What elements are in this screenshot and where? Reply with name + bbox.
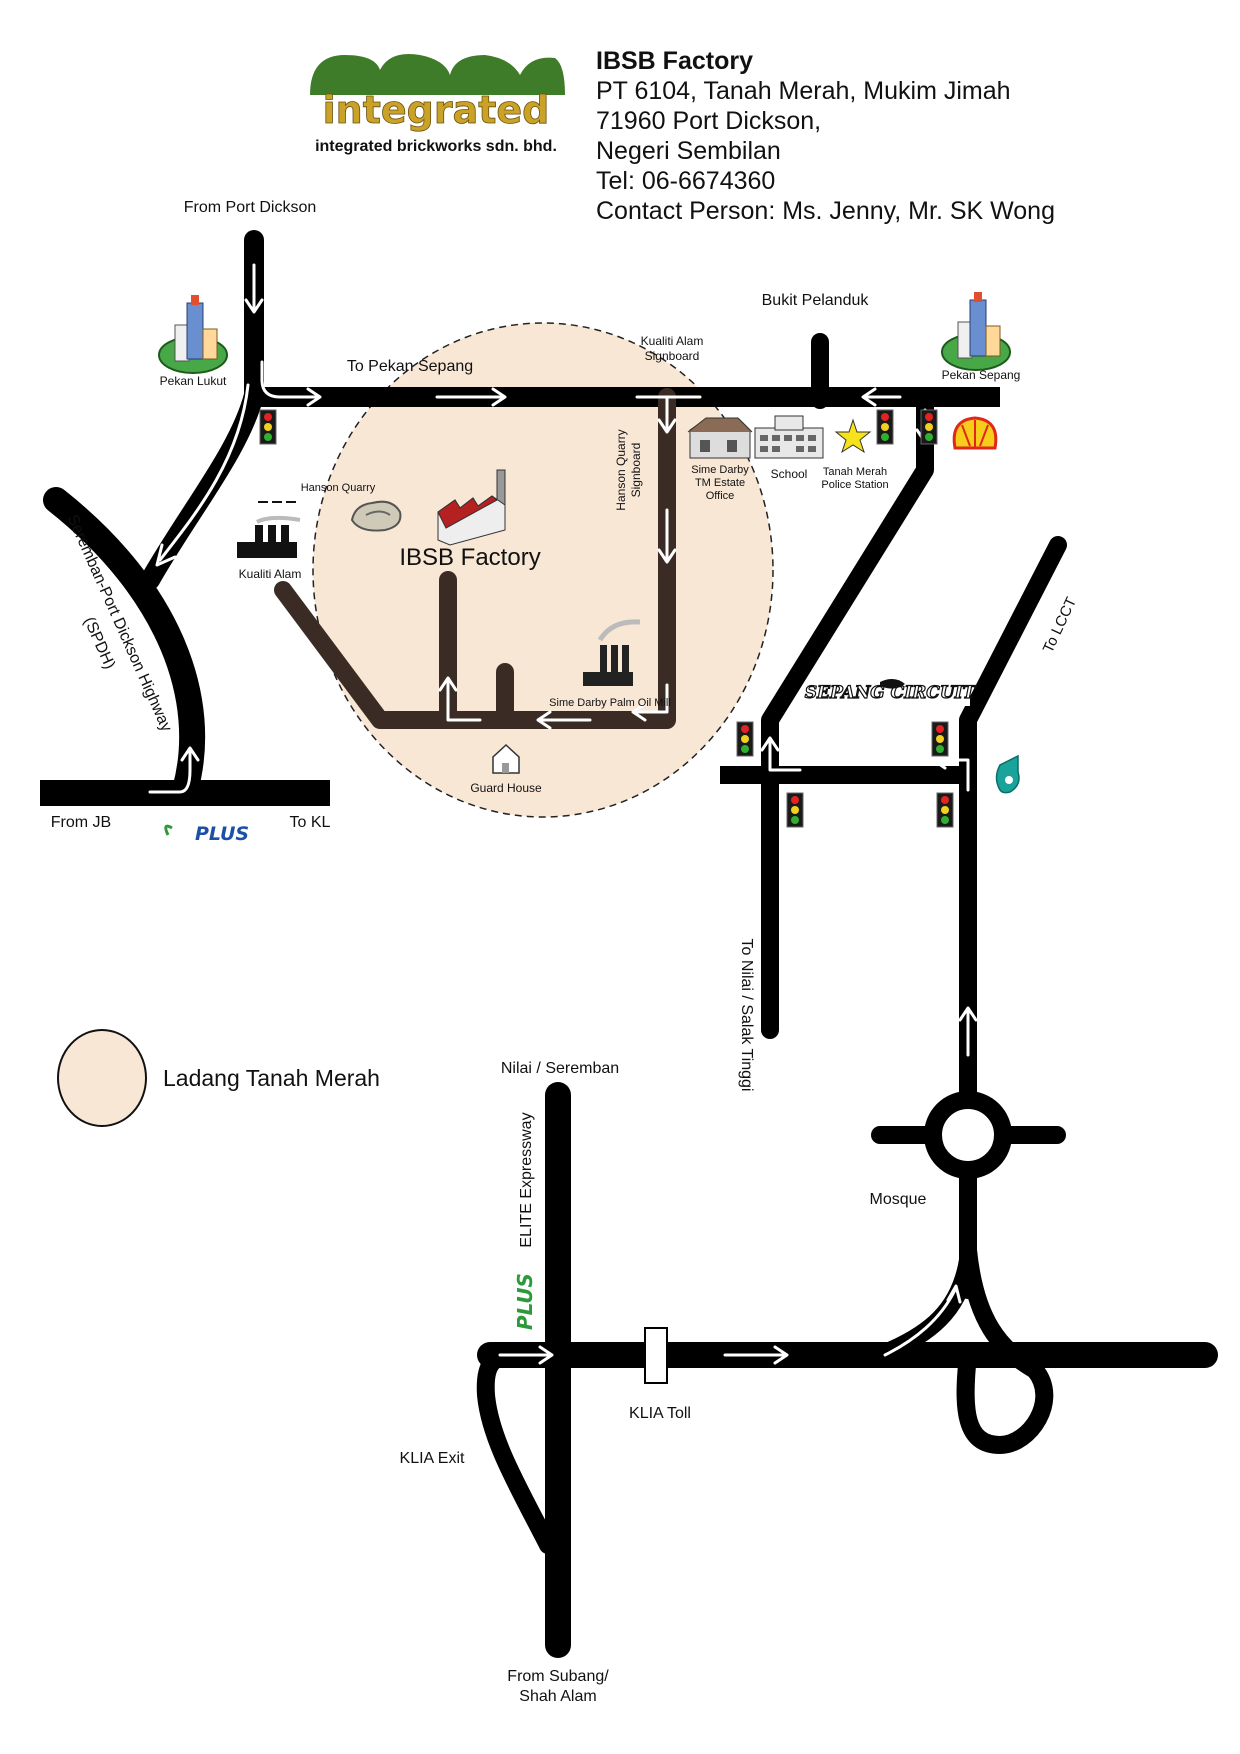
label-mosque: Mosque — [870, 1191, 927, 1208]
address-title: IBSB Factory — [596, 47, 753, 75]
label-from-jb: From JB — [51, 814, 111, 831]
traffic-light-icon — [786, 792, 804, 828]
traffic-light-icon — [936, 792, 954, 828]
label-pekan-lukut: Pekan Lukut — [160, 374, 227, 388]
label-from-port-dickson: From Port Dickson — [184, 199, 316, 216]
label-guard-house: Guard House — [470, 781, 542, 795]
traffic-light-icon — [920, 409, 938, 445]
label-elite: ELITE Expressway — [518, 1112, 535, 1247]
label-police-station: Tanah Merah — [823, 466, 887, 478]
legend-estate-label: Ladang Tanah Merah — [163, 1065, 380, 1091]
label-sime-darby-office: Sime Darby — [691, 464, 749, 476]
road-from-port-dickson — [140, 230, 264, 590]
traffic-light-icon — [736, 721, 754, 757]
label-klia-exit: KLIA Exit — [400, 1450, 465, 1467]
logo-word: integrated — [323, 88, 550, 132]
address-line-1: PT 6104, Tanah Merah, Mukim Jimah — [596, 77, 1011, 105]
rock-icon — [350, 500, 402, 532]
klia-toll-booth — [644, 1327, 668, 1384]
road-cloverleaf — [956, 1241, 1054, 1454]
plus-logo: PLUS — [164, 823, 249, 845]
label-to-kl: To KL — [290, 814, 331, 831]
road-klia-exit — [476, 1346, 557, 1554]
address-contact: Contact Person: Ms. Jenny, Mr. SK Wong — [596, 197, 1055, 225]
label-from-subang: Shah Alam — [519, 1688, 596, 1705]
traffic-light-icon — [259, 409, 277, 445]
address-block: IBSB Factory PT 6104, Tanah Merah, Mukim… — [596, 46, 1216, 226]
building-icon — [687, 417, 753, 459]
plus-logo: PLUS — [513, 1273, 537, 1330]
road-ramp-north — [871, 1251, 977, 1364]
label-to-pekan-sepang: To Pekan Sepang — [347, 358, 473, 375]
factory-icon — [237, 501, 301, 558]
plus-logo-text: PLUS — [513, 1273, 537, 1330]
plus-logo-text: PLUS — [195, 823, 249, 845]
sepang-circuit-text: SEPANG CIRCUIT — [805, 683, 977, 703]
label-hanson-quarry: Hanson Quarry — [301, 482, 376, 494]
petronas-station-icon — [995, 754, 1020, 794]
road-to-lcct — [959, 536, 1067, 1149]
label-hanson-signboard: Hanson Quarry — [614, 429, 628, 510]
town-icon — [158, 294, 228, 374]
label-nilai-seremban: Nilai / Seremban — [501, 1060, 619, 1077]
logo-company: integrated brickworks sdn. bhd. — [315, 138, 557, 155]
traffic-light-icon — [876, 409, 894, 445]
town-icon — [941, 291, 1011, 371]
legend-estate-swatch — [57, 1029, 147, 1127]
label-sime-darby-office: TM Estate — [695, 477, 745, 489]
label-sime-darby-office: Office — [706, 490, 735, 502]
address-tel: Tel: 06-6674360 — [596, 167, 776, 195]
label-ibsb-factory: IBSB Factory — [399, 544, 540, 571]
label-kualiti-alam: Kualiti Alam — [239, 567, 302, 581]
label-to-lcct: To LCCT — [1040, 595, 1080, 656]
roundabout — [924, 1091, 1012, 1179]
label-from-subang: From Subang/ — [507, 1668, 609, 1685]
label-bukit-pelanduk: Bukit Pelanduk — [762, 292, 870, 309]
label-kualiti-alam-signboard: Signboard — [645, 349, 700, 363]
label-school: School — [771, 467, 808, 481]
factory-icon — [583, 619, 641, 686]
company-logo: integrated integrated brickworks sdn. bh… — [310, 54, 565, 155]
label-to-nilai: To Nilai / Salak Tinggi — [738, 939, 755, 1092]
factory-icon — [437, 469, 506, 546]
building-icon — [754, 415, 824, 459]
shell-station-icon — [952, 416, 998, 450]
label-hanson-signboard: Signboard — [629, 443, 643, 498]
traffic-light-icon — [931, 721, 949, 757]
sepang-circuit-logo: SEPANG CIRCUIT — [804, 678, 977, 706]
label-pekan-sepang: Pekan Sepang — [942, 368, 1021, 382]
star-icon — [834, 418, 872, 454]
address-line-3: Negeri Sembilan — [596, 137, 781, 165]
address-line-2: 71960 Port Dickson, — [596, 107, 822, 135]
label-police-station: Police Station — [821, 479, 888, 491]
label-klia-toll: KLIA Toll — [629, 1405, 691, 1422]
label-palm-oil-mill: Sime Darby Palm Oil Mill — [549, 697, 671, 709]
house-icon — [492, 743, 520, 774]
label-kualiti-alam-signboard: Kualiti Alam — [641, 334, 704, 348]
